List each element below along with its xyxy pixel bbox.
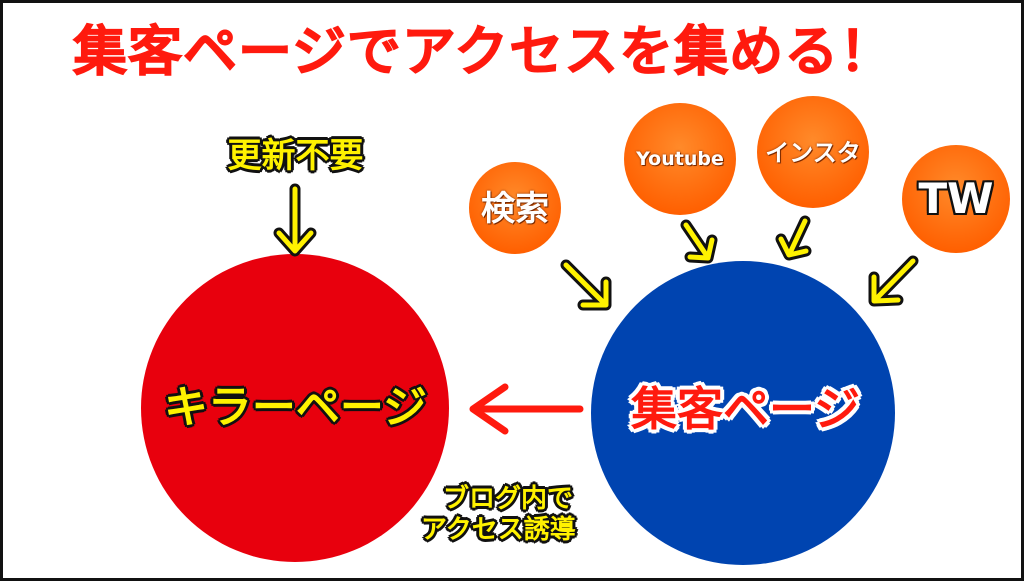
killer-page-label: キラーページ [163, 382, 428, 433]
search-source-label: 検索 [481, 189, 549, 229]
attract-page-label: 集客ページ [630, 382, 861, 436]
tw-source-circle [902, 145, 1010, 253]
page-title: 集客ページでアクセスを集める！ [73, 20, 895, 84]
internal-link-label-line2: アクセス誘導 [421, 515, 576, 545]
diagram-graphics [141, 96, 1010, 565]
arrow-tw-to-attract [868, 255, 919, 307]
red-left-arrow [466, 380, 587, 438]
youtube-source-label: Youtube [636, 148, 724, 170]
tw-source-label: TW [918, 174, 994, 223]
killer-page-circle [141, 254, 449, 562]
no-update-label: 更新不要 [227, 136, 364, 176]
insta-source-label: インスタ [765, 139, 861, 167]
internal-link-label-line1: ブログ内で [443, 484, 574, 514]
youtube-source-circle [624, 103, 736, 215]
arrow-insta-to-attract [775, 215, 812, 261]
search-source-circle [469, 162, 561, 254]
down-arrow-no-update [273, 183, 317, 257]
arrow-youtube-to-attract [680, 219, 718, 264]
attract-page-circle [591, 261, 895, 565]
arrow-search-to-attract [560, 259, 612, 311]
insta-source-circle [757, 96, 869, 208]
